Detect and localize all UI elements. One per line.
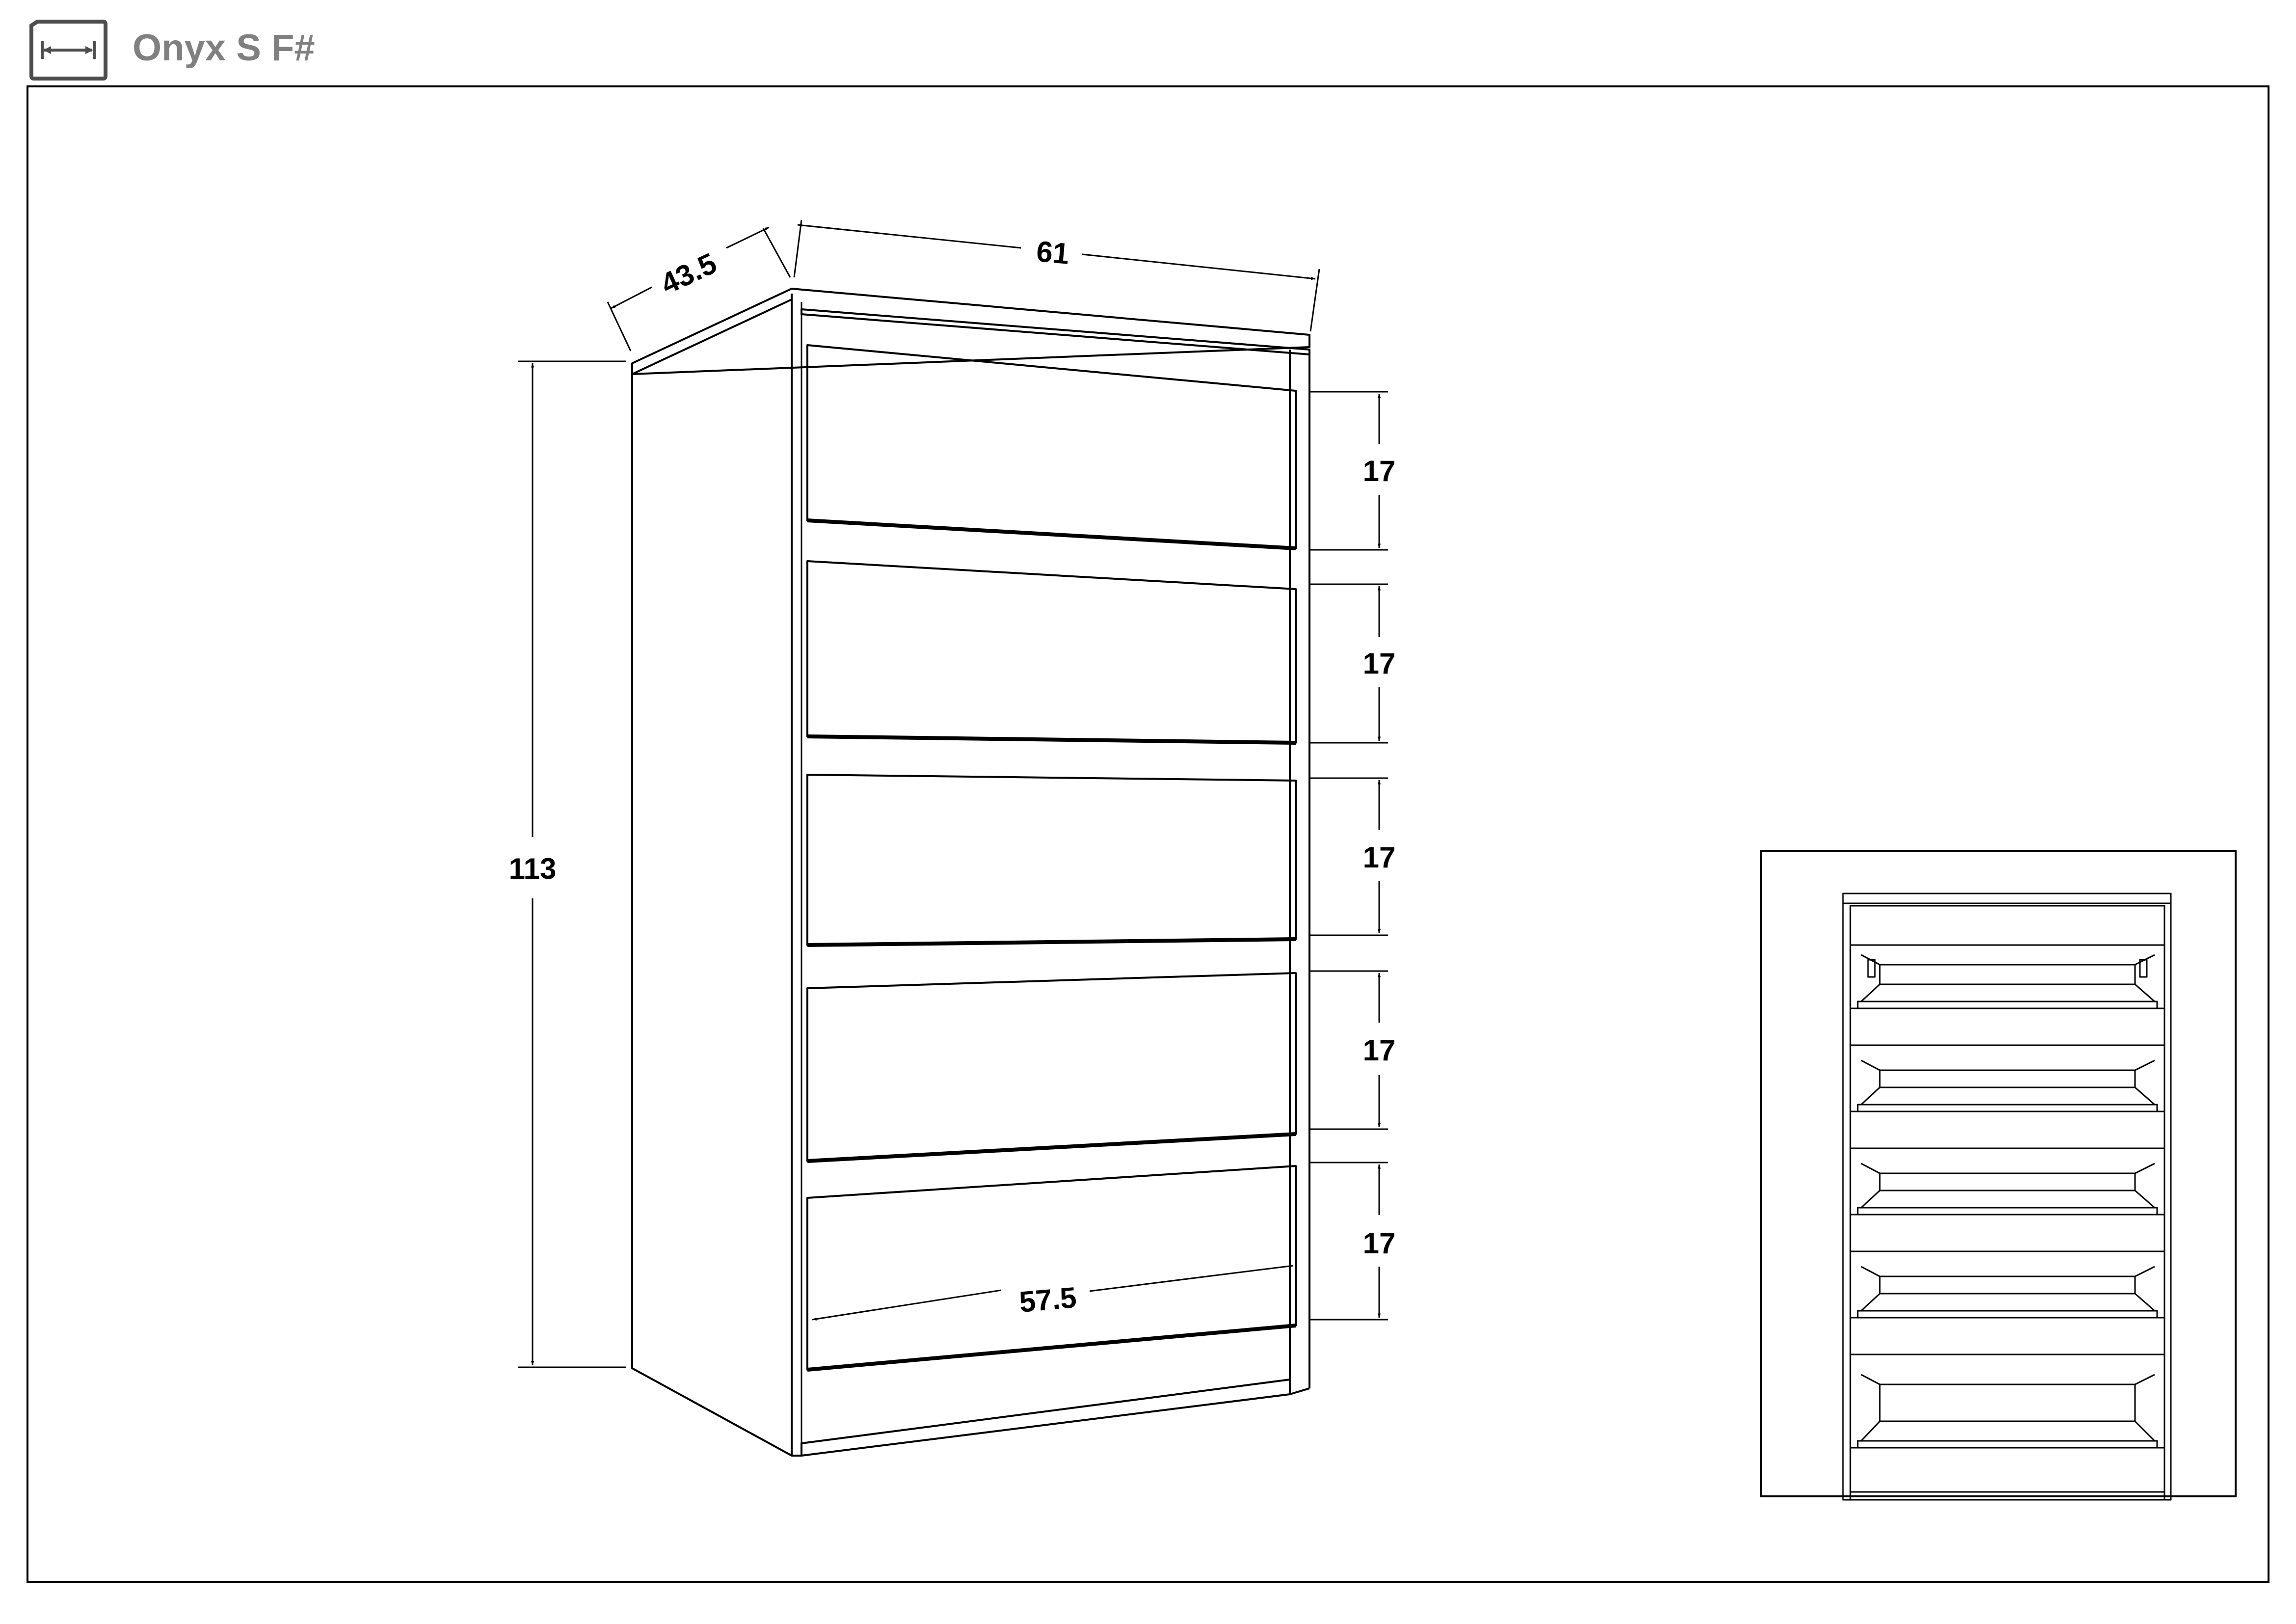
inset-open-drawers-view [1760, 850, 2237, 1501]
inset-frame [1760, 850, 2237, 1497]
dimension-sheet-icon [29, 20, 107, 81]
width-extension-left [793, 219, 802, 278]
depth-dimension-line [611, 286, 652, 309]
drawer-dimension-1 [1309, 391, 1388, 551]
depth-extension-left [607, 301, 632, 352]
inset-drawer-2 [1849, 1059, 2165, 1149]
drawer-dimension-4 [1309, 970, 1388, 1130]
drawer-dimension-2 [1309, 583, 1388, 744]
drawer-height-label-2: 17 [1363, 647, 1396, 680]
depth-label: 43.5 [656, 246, 721, 300]
dresser-top [631, 288, 1310, 375]
dresser-plinth [801, 1379, 1291, 1457]
dresser-side-panel [631, 298, 793, 1457]
drawer-front-5 [806, 1165, 1297, 1371]
page-title: Onyx S F# [133, 27, 315, 69]
depth-extension-right [762, 228, 791, 278]
inset-drawer-3 [1849, 1163, 2165, 1252]
drawer-front-4 [806, 972, 1297, 1162]
inset-drawer-4 [1849, 1266, 2165, 1355]
height-label: 113 [509, 852, 557, 885]
inner-width-label: 57.5 [1018, 1281, 1078, 1319]
dresser-top-rail [801, 308, 1310, 355]
drawer-front-2 [806, 560, 1297, 744]
inner-width-dimension-line [812, 1289, 1002, 1321]
width-extension-right [1309, 269, 1320, 332]
drawer-dimension-3 [1309, 777, 1388, 936]
drawer-front-3 [806, 774, 1297, 946]
drawer-height-label-4: 17 [1363, 1034, 1396, 1067]
drawer-dimension-5 [1309, 1162, 1388, 1321]
width-dimension-line [797, 223, 1021, 249]
drawer-front-1 [806, 344, 1297, 549]
drawing-frame [27, 85, 2269, 1583]
dresser-main-view [631, 288, 1310, 1457]
drawer-height-label-5: 17 [1363, 1227, 1396, 1260]
width-label: 61 [1035, 235, 1070, 271]
inset-drawer-1 [1849, 954, 2165, 1046]
drawer-height-label-1: 17 [1363, 455, 1396, 487]
inset-drawer-5 [1849, 1374, 2165, 1493]
drawer-height-label-3: 17 [1363, 841, 1396, 874]
